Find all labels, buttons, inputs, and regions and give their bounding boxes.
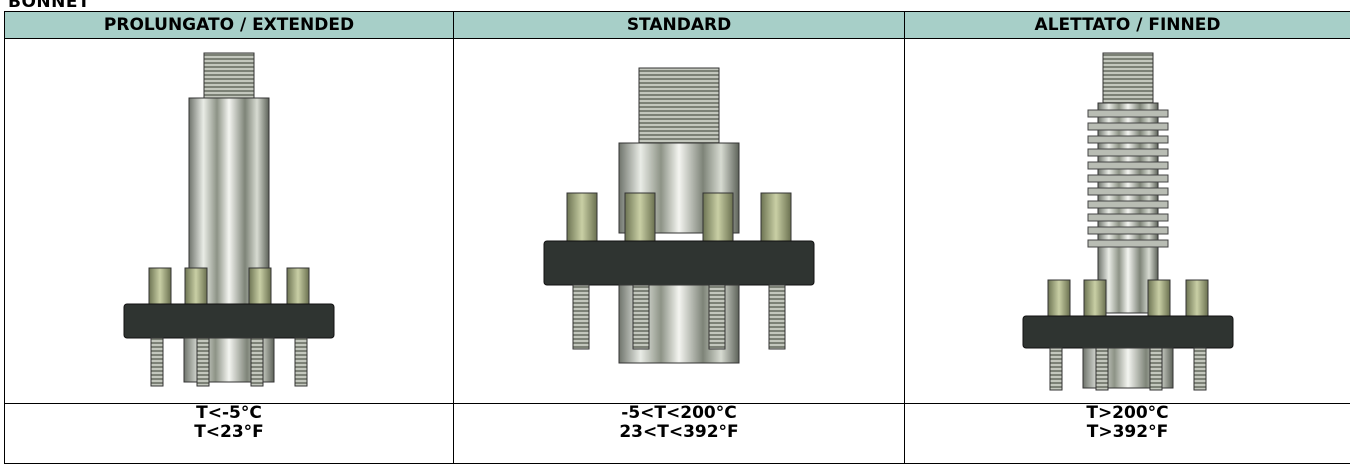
nut-group xyxy=(1047,279,1208,317)
header-extended: PROLUNGATO / EXTENDED xyxy=(4,10,454,40)
temp-fahrenheit-extended: T<23°F xyxy=(194,421,264,442)
header-standard: STANDARD xyxy=(453,10,905,40)
temp-cell-standard: -5<T<200°C 23<T<392°F xyxy=(453,402,905,464)
standard-bonnet-image xyxy=(543,67,815,364)
fins-group xyxy=(1087,109,1168,248)
temp-cell-finned: T>200°C T>392°F xyxy=(904,402,1350,464)
header-row: PROLUNGATO / EXTENDED STANDARD ALETTATO … xyxy=(4,10,1350,40)
image-row xyxy=(4,38,1350,404)
image-cell-finned xyxy=(904,38,1350,404)
finned-bonnet-image xyxy=(1022,52,1233,391)
bonnet-table: PROLUNGATO / EXTENDED STANDARD ALETTATO … xyxy=(4,10,1350,464)
temperature-row: T<-5°C T<23°F -5<T<200°C 23<T<392°F T>20… xyxy=(4,402,1350,464)
temp-celsius-finned: T>200°C xyxy=(1086,402,1169,423)
header-finned: ALETTATO / FINNED xyxy=(904,10,1350,40)
image-cell-standard xyxy=(453,38,905,404)
nut-group xyxy=(148,267,310,305)
section-label: BONNET xyxy=(8,0,91,12)
image-cell-extended xyxy=(4,38,454,404)
temp-fahrenheit-finned: T>392°F xyxy=(1086,421,1169,442)
extended-bonnet-image xyxy=(123,52,335,387)
temp-celsius-extended: T<-5°C xyxy=(196,402,262,423)
temp-cell-extended: T<-5°C T<23°F xyxy=(4,402,454,464)
nut-group xyxy=(566,192,792,242)
temp-celsius-standard: -5<T<200°C xyxy=(621,402,737,423)
temp-fahrenheit-standard: 23<T<392°F xyxy=(619,421,739,442)
